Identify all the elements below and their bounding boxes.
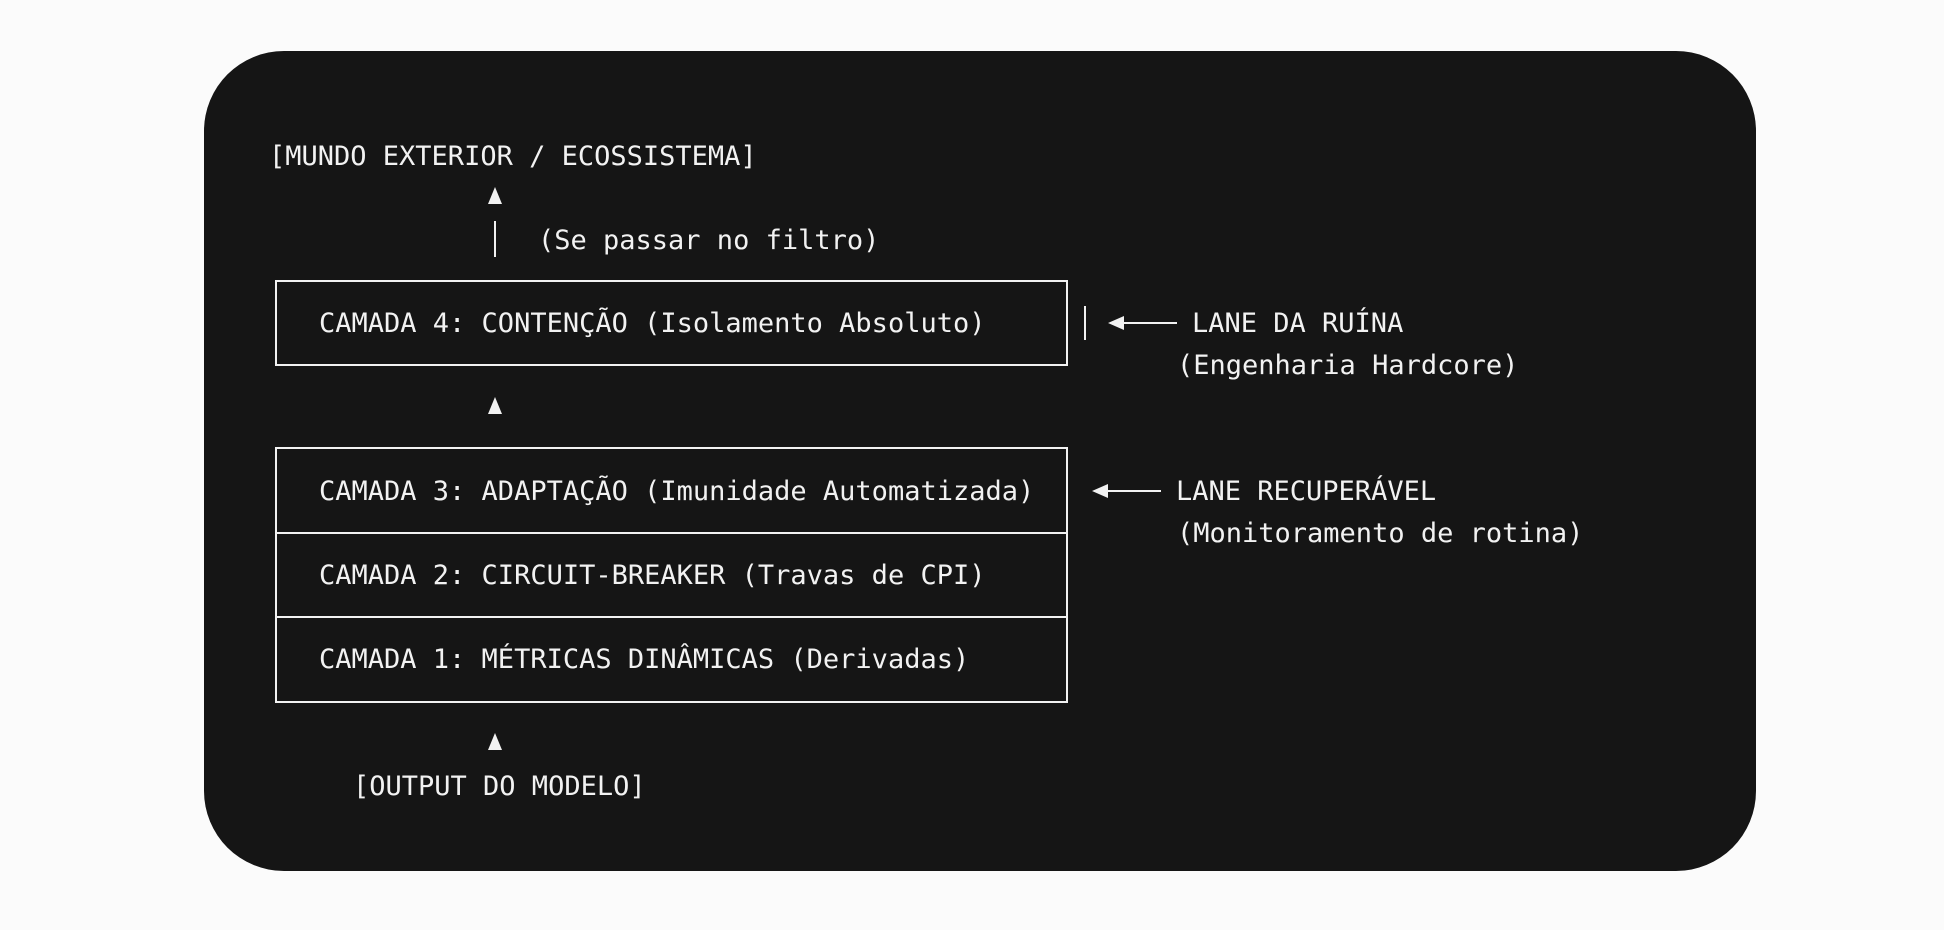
recoverable-lane-title: LANE RECUPERÁVEL (1176, 475, 1436, 507)
arrow-up-from-output-icon (488, 733, 502, 750)
outside-world-label: [MUNDO EXTERIOR / ECOSSISTEMA] (269, 141, 757, 172)
recoverable-lane-arrow-icon (1092, 484, 1108, 498)
arrow-up-to-layer-4-icon (488, 397, 502, 414)
ruin-lane-subtitle: (Engenharia Hardcore) (1177, 350, 1518, 381)
diagram-panel (204, 51, 1756, 871)
arrow-up-to-outside-icon (488, 187, 502, 204)
layers-stack-box (275, 447, 1068, 703)
recoverable-lane-subtitle: (Monitoramento de rotina) (1177, 518, 1583, 549)
ruin-lane-title: LANE DA RUÍNA (1192, 307, 1403, 339)
layer-4-label: CAMADA 4: CONTENÇÃO (Isolamento Absoluto… (319, 307, 985, 339)
layer-3-label: CAMADA 3: ADAPTAÇÃO (Imunidade Automatiz… (319, 475, 1034, 507)
layer-2-label: CAMADA 2: CIRCUIT-BREAKER (Travas de CPI… (319, 560, 985, 591)
layer-4-box (275, 280, 1068, 366)
filter-note: (Se passar no filtro) (538, 225, 879, 256)
model-output-label: [OUTPUT DO MODELO] (353, 771, 646, 802)
ruin-lane-arrow-icon (1108, 316, 1124, 330)
layer-1-label: CAMADA 1: MÉTRICAS DINÂMICAS (Derivadas) (319, 643, 969, 675)
